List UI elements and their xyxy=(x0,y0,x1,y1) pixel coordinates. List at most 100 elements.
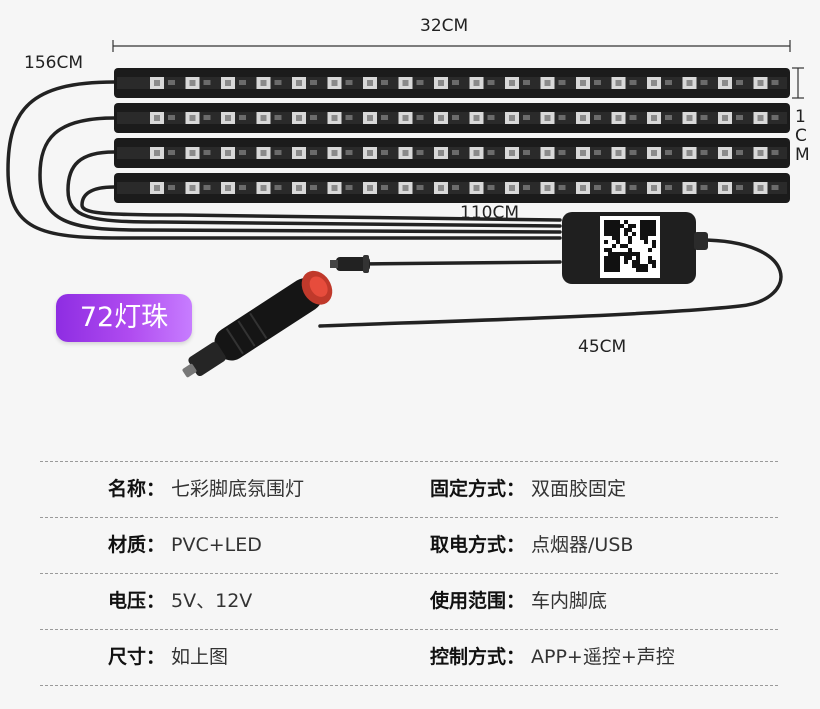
resistor xyxy=(771,80,779,85)
resistor xyxy=(700,115,708,120)
resistor xyxy=(452,185,459,190)
spec-key: 控制方式： xyxy=(430,646,526,668)
qr-cell xyxy=(648,256,652,260)
qr-cell xyxy=(616,232,620,236)
led-chip-core xyxy=(473,185,480,191)
qr-cell xyxy=(616,260,620,264)
resistor xyxy=(345,80,353,85)
cable-usb xyxy=(358,260,562,266)
resistor xyxy=(594,150,601,155)
spec-value: 5V、12V xyxy=(171,590,253,612)
car-cigarette-plug-icon xyxy=(182,270,333,378)
resistor xyxy=(416,80,424,85)
spec-key: 电压： xyxy=(108,590,166,612)
resistor xyxy=(274,185,282,190)
resistor xyxy=(629,115,637,120)
resistor xyxy=(487,185,495,190)
qr-cell xyxy=(624,244,628,248)
led-strip-illustration xyxy=(6,40,804,378)
resistor xyxy=(168,115,175,120)
power-cable-length-label: 45CM xyxy=(578,337,627,357)
qr-cell xyxy=(648,224,652,228)
resistor xyxy=(345,115,353,120)
qr-cell xyxy=(608,232,612,236)
spec-key: 尺寸： xyxy=(108,646,166,668)
qr-cell xyxy=(636,268,640,272)
led-chip-core xyxy=(367,80,373,86)
qr-cell xyxy=(608,256,612,260)
led-chip-core xyxy=(225,80,231,86)
resistor xyxy=(203,185,211,190)
middle-cable-length-label: 110CM xyxy=(460,203,519,223)
qr-cell xyxy=(644,224,648,228)
led-chip-core xyxy=(651,150,657,156)
resistor xyxy=(629,80,637,85)
qr-cell xyxy=(604,268,608,272)
led-chip-core xyxy=(154,150,160,156)
led-chip-core xyxy=(260,115,267,121)
spec-value: 车内脚底 xyxy=(531,590,608,612)
qr-cell xyxy=(636,252,640,256)
led-chip-core xyxy=(722,80,728,86)
resistor xyxy=(274,80,282,85)
resistor xyxy=(487,150,495,155)
led-strips xyxy=(114,68,790,203)
qr-cell xyxy=(628,252,632,256)
spec-value: 七彩脚底氛围灯 xyxy=(171,478,305,500)
resistor xyxy=(665,80,672,85)
led-chip-core xyxy=(154,115,160,121)
led-chip-core xyxy=(438,80,444,86)
resistor xyxy=(452,150,459,155)
spec-key: 固定方式： xyxy=(430,478,526,500)
resistor xyxy=(558,80,566,85)
qr-cell xyxy=(640,268,644,272)
cable-strip-2 xyxy=(38,116,562,234)
qr-code-controller-icon xyxy=(562,212,708,284)
resistor xyxy=(203,80,211,85)
resistor xyxy=(523,80,530,85)
qr-cell xyxy=(636,260,640,264)
qr-cell xyxy=(624,256,628,260)
led-chip-core xyxy=(615,80,622,86)
led-chip-core xyxy=(757,150,764,156)
led-chip-core xyxy=(757,185,764,191)
led-chip-core xyxy=(331,80,338,86)
resistor xyxy=(239,185,246,190)
qr-cell xyxy=(604,232,608,236)
qr-cell xyxy=(648,228,652,232)
resistor xyxy=(771,185,779,190)
resistor xyxy=(381,150,388,155)
resistor xyxy=(558,115,566,120)
qr-cell xyxy=(604,256,608,260)
spec-cell: 固定方式：双面胶固定 xyxy=(430,462,626,517)
qr-cell xyxy=(612,268,616,272)
resistor xyxy=(736,115,743,120)
qr-cell xyxy=(640,264,644,268)
resistor xyxy=(274,115,282,120)
led-chip-core xyxy=(580,150,586,156)
qr-cell xyxy=(628,236,632,240)
resistor xyxy=(700,150,708,155)
resistor xyxy=(629,185,637,190)
spec-row: 材质：PVC+LED 取电方式：点烟器/USB xyxy=(40,517,778,573)
resistor xyxy=(310,185,317,190)
qr-cell xyxy=(616,220,620,224)
led-chip-core xyxy=(722,115,728,121)
led-chip-core xyxy=(757,80,764,86)
led-chip-core xyxy=(580,185,586,191)
qr-cell xyxy=(620,252,624,256)
qr-cell xyxy=(612,244,616,248)
led-chip-core xyxy=(189,150,196,156)
qr-cell xyxy=(604,224,608,228)
led-chip-core xyxy=(402,80,409,86)
led-chip-core xyxy=(686,115,693,121)
qr-cell xyxy=(608,264,612,268)
qr-cell xyxy=(624,228,628,232)
resistor xyxy=(345,150,353,155)
qr-cell xyxy=(644,220,648,224)
led-chip-core xyxy=(544,80,551,86)
strip-height-label: 1CM xyxy=(795,107,810,165)
qr-cell xyxy=(616,240,620,244)
qr-cell xyxy=(624,260,628,264)
qr-cell xyxy=(632,264,636,268)
